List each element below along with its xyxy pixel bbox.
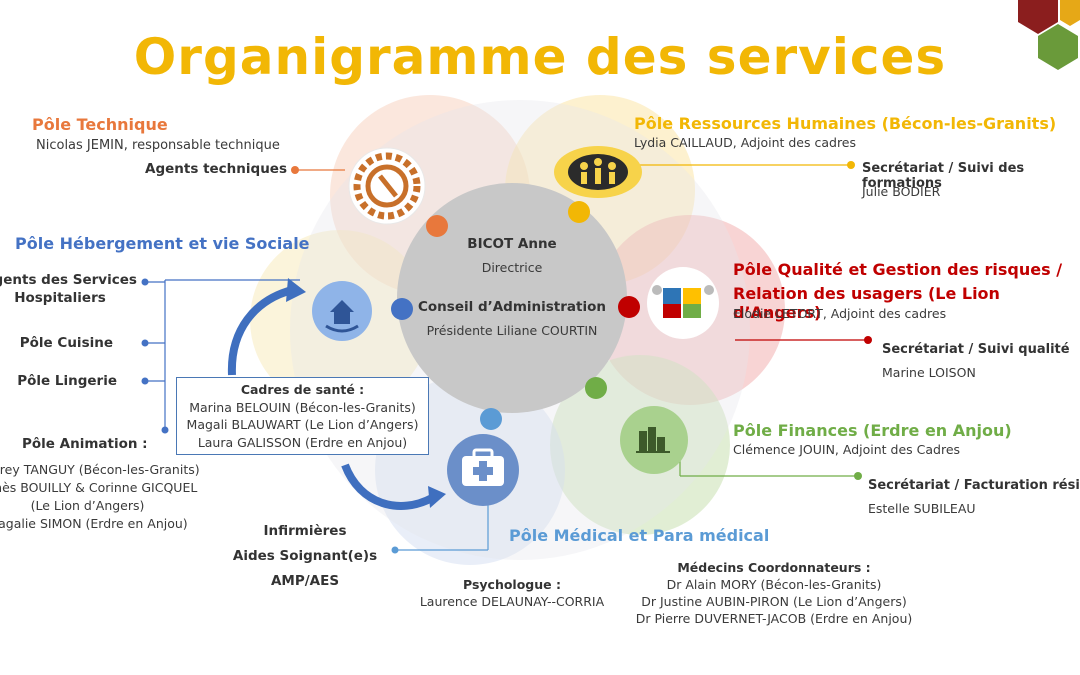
rh-sub-title: Secrétariat / Suivi des formations <box>862 161 1025 191</box>
medical-staff: Infirmières Aides Soignant(e)s AMP/AES <box>232 523 378 589</box>
hebergement-title: Pôle Hébergement et vie Sociale <box>15 234 310 253</box>
hebergement-agents: Agents des Services Hospitaliers <box>0 272 137 306</box>
board-president: Présidente Liliane COURTIN <box>426 323 598 338</box>
center-circle <box>397 183 627 413</box>
cadres-box: Cadres de santé : Marina BELOUIN (Bécon-… <box>176 377 429 455</box>
arrow-down-curve <box>341 463 434 510</box>
qualite-sub-title: Secrétariat / Suivi qualité <box>882 342 1070 357</box>
technique-title: Pôle Technique <box>32 115 168 134</box>
technique-agents: Agents techniques <box>145 161 287 177</box>
technique-head: Nicolas JEMIN, responsable technique <box>36 138 280 153</box>
rh-head: Lydia CAILLAUD, Adjoint des cadres <box>634 135 857 150</box>
medecins: Médecins Coordonnateurs : Dr Alain MORY … <box>635 560 913 626</box>
hebergement-cuisine: Pôle Cuisine <box>19 335 113 351</box>
finances-sub-name: Estelle SUBILEAU <box>868 501 976 516</box>
ring-dots <box>391 201 640 430</box>
director-name: BICOT Anne <box>467 236 557 252</box>
chart-icon <box>620 406 688 474</box>
page-title: Organigramme des services <box>133 28 947 86</box>
connector-dots <box>141 161 872 554</box>
board-title: Conseil d’Administration <box>418 299 606 315</box>
rh-sub-name: Julie BODIER <box>862 184 941 199</box>
qualite-head: Elodie LETORT, Adjoint des cadres <box>733 306 947 321</box>
rh-title: Pôle Ressources Humaines (Bécon-les-Gran… <box>634 114 1057 133</box>
medical-kit-icon <box>447 434 519 506</box>
hebergement-animation: Pôle Animation : <box>22 436 148 452</box>
qualite-title-line2: Relation des usagers (Le Lion d’Angers) <box>733 284 1000 322</box>
finances-sub-title: Secrétariat / Facturation résidents <box>868 478 1080 493</box>
people-cloud-icon <box>554 146 642 198</box>
puzzle-icon <box>647 267 719 339</box>
finances-head: Clémence JOUIN, Adjoint des Cadres <box>733 442 961 457</box>
house-hand-icon <box>312 281 372 341</box>
medical-title: Pôle Médical et Para médical <box>509 526 770 545</box>
corner-hexagons-decoration <box>1018 0 1080 70</box>
qualite-sub-name: Marine LOISON <box>882 365 976 380</box>
psychologue: Psychologue : Laurence DELAUNAY--CORRIA <box>419 577 605 609</box>
finances-title: Pôle Finances (Erdre en Anjou) <box>733 421 1012 440</box>
hebergement-lingerie: Pôle Lingerie <box>17 373 117 389</box>
animation-staff: Audrey TANGUY (Bécon-les-Granits) Agnès … <box>0 462 200 531</box>
qualite-title-line1: Pôle Qualité et Gestion des risques / <box>733 260 1063 279</box>
arrow-up-curve <box>227 286 294 376</box>
director-role: Directrice <box>481 260 543 275</box>
gear-icon <box>348 147 426 225</box>
